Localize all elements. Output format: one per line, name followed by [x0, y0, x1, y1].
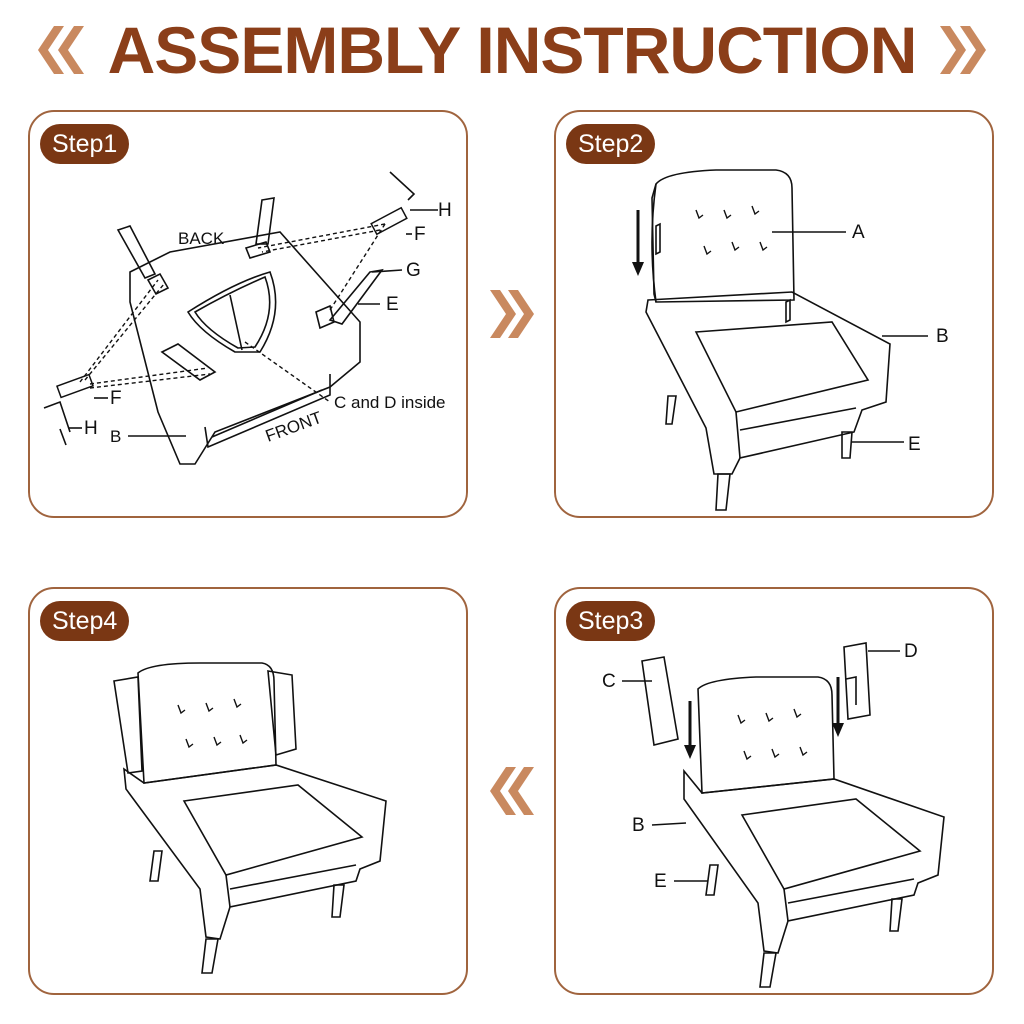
step1-badge: Step1	[40, 124, 130, 164]
step1-panel: Step1	[28, 110, 468, 518]
previous-arrow-icon	[490, 767, 534, 815]
front-label: FRONT	[263, 408, 325, 446]
step2-badge: Step2	[566, 124, 656, 164]
label-h-bottom: H	[84, 418, 98, 439]
label-e: E	[386, 294, 399, 315]
label-e: E	[654, 871, 667, 892]
step3-badge: Step3	[566, 601, 656, 641]
label-a: A	[852, 222, 865, 243]
step4-badge: Step4	[40, 601, 130, 641]
page-title: ASSEMBLY INSTRUCTION	[107, 13, 918, 87]
label-cd-inside: C and D inside	[334, 393, 446, 412]
label-f-bottom: F	[110, 388, 122, 409]
label-e: E	[908, 434, 921, 455]
label-b: B	[110, 427, 121, 446]
label-c: C	[602, 671, 616, 692]
step2-diagram: A B E	[632, 169, 949, 511]
left-chevron-icon	[37, 26, 84, 74]
right-chevron-icon	[940, 26, 987, 74]
step3-panel: Step3 C D B E	[554, 587, 994, 995]
label-f-top: F	[414, 224, 426, 245]
step2-panel: Step2 A B E	[554, 110, 994, 518]
header: ASSEMBLY INSTRUCTION	[0, 8, 1024, 92]
label-b: B	[632, 815, 645, 836]
step1-diagram: BACK FRONT B H F G E F H C and D inside	[43, 171, 452, 465]
label-b: B	[936, 326, 949, 347]
step3-diagram: C D B E	[602, 641, 945, 988]
label-h-top: H	[438, 200, 452, 221]
next-arrow-icon	[490, 290, 534, 338]
step4-panel: Step4	[28, 587, 468, 995]
step4-diagram	[113, 662, 387, 974]
label-g: G	[406, 260, 421, 281]
back-label: BACK	[178, 229, 225, 248]
label-d: D	[904, 641, 918, 662]
